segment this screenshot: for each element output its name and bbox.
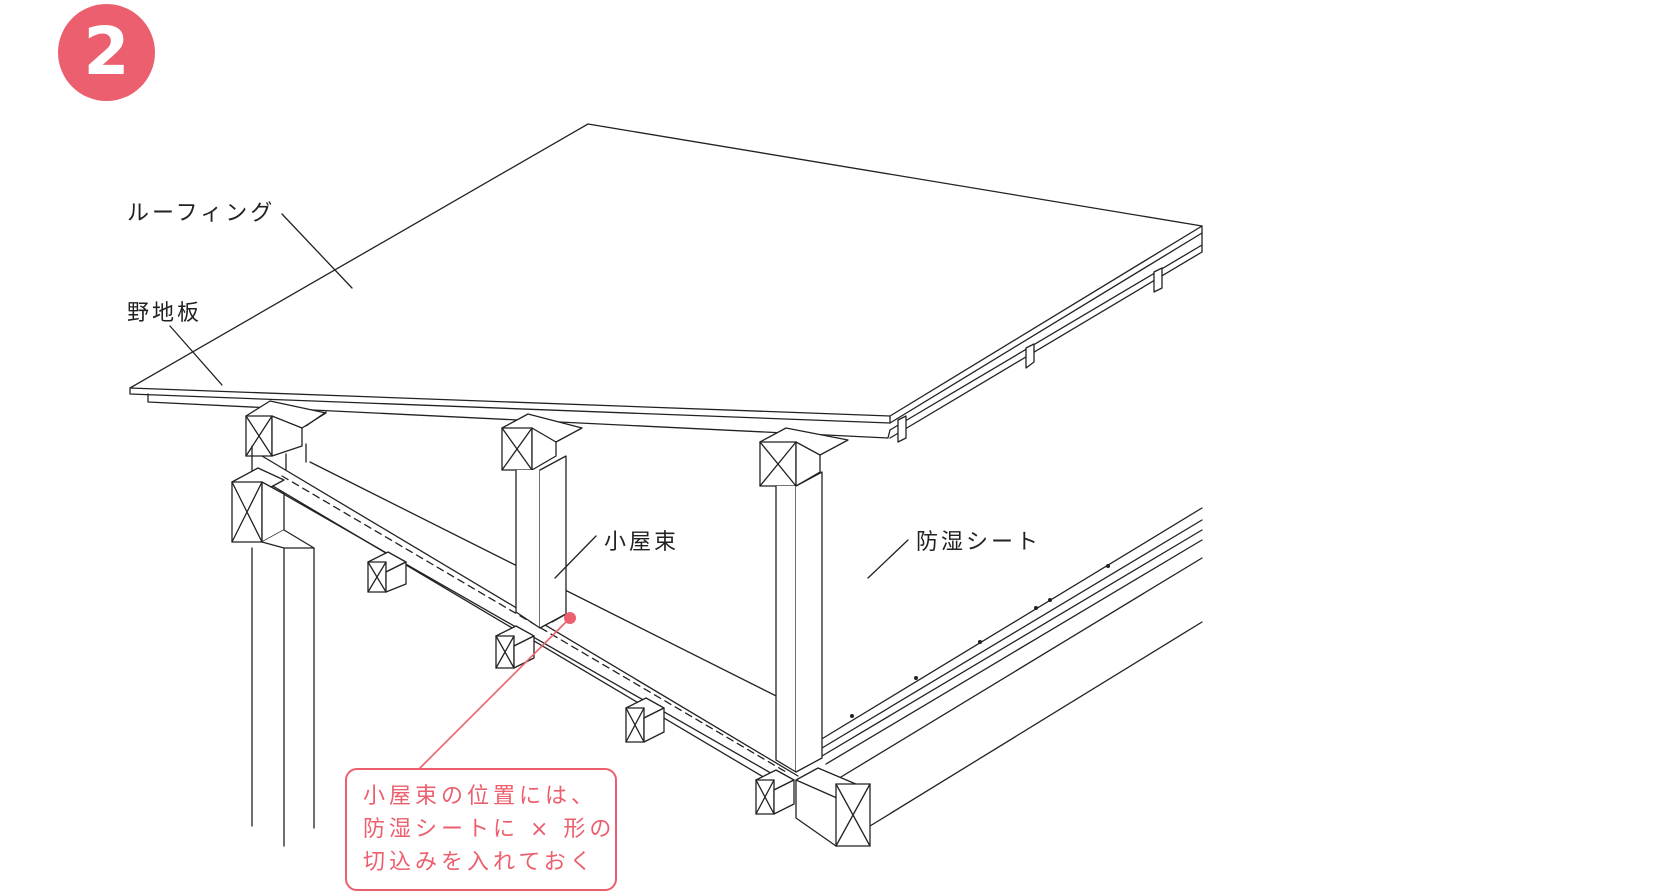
purlin-blocks <box>897 267 1163 443</box>
step-number: 2 <box>83 12 130 90</box>
note-pointer-line <box>419 617 571 769</box>
note-line-2: 防湿シートに × 形の <box>363 817 616 842</box>
note-callout: 小屋束の位置には、 防湿シートに × 形の 切込みを入れておく <box>345 768 617 891</box>
left-post <box>231 467 315 847</box>
sill-block <box>795 767 871 847</box>
note-line-1: 小屋束の位置には、 <box>363 784 598 809</box>
roofing-leader-line <box>281 213 353 289</box>
note-line-3: 切込みを入れておく <box>363 850 596 875</box>
front-blocks <box>367 551 795 815</box>
label-vapor-sheet: 防湿シート <box>916 530 1042 555</box>
rail-fasteners <box>850 564 1110 718</box>
label-roofing: ルーフィング <box>127 201 276 226</box>
note-pointer-dot <box>564 612 576 624</box>
roof-struts <box>515 455 823 773</box>
vapor-sheet-leader-line <box>867 539 909 579</box>
step-badge: 2 <box>58 4 155 101</box>
note-pointer <box>419 612 576 769</box>
label-sheathing: 野地板 <box>127 301 203 326</box>
roof-panel <box>129 123 1203 439</box>
top-beam-ends <box>245 400 849 487</box>
sheathing-leader-line <box>169 325 223 386</box>
label-strut: 小屋束 <box>604 530 680 555</box>
ceiling-frame <box>251 411 1203 827</box>
strut-leader-line <box>554 535 597 579</box>
